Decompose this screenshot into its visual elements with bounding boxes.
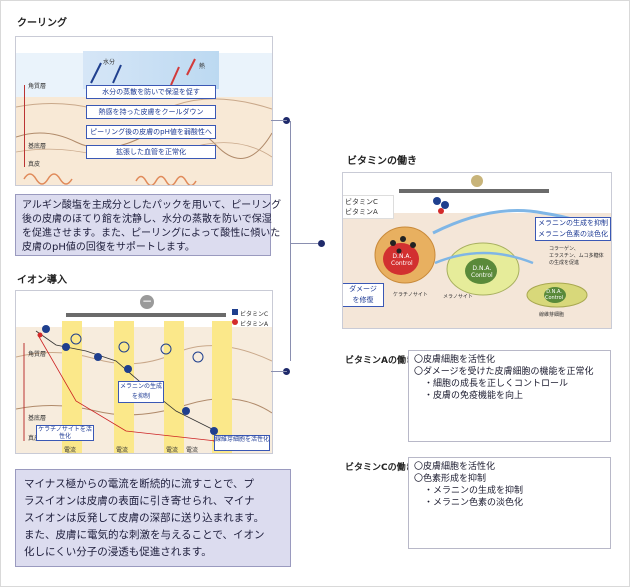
- ion-title: イオン導入: [17, 275, 67, 286]
- electrode-bar: [66, 313, 226, 317]
- ion-panel: − ビタミンC ビタミンA 角質層 基底層 真皮 メラニンの生成を抑制 ケラチノ…: [15, 290, 273, 454]
- ion-label-fibroblast: 線維芽細胞を活性化: [214, 435, 270, 451]
- layer-dermis: 真皮: [28, 161, 41, 168]
- vitamin-label-damage: ダメージ を修復: [343, 283, 384, 307]
- ion-layer-basal: 基底層: [28, 415, 47, 422]
- ion-layer-stratum-corneum: 角質層: [28, 351, 47, 358]
- vitamin-label-melanocyte: メラノサイト: [443, 294, 473, 300]
- cooling-panel: 水分 熱 角質層 基底層 真皮 水分の蒸散を防いで保湿を促す 熱感を持った皮膚を…: [15, 36, 273, 186]
- cooling-benefit-4: 拡張した血管を正常化: [86, 145, 216, 159]
- vitamin-electrode-icon: [471, 175, 483, 187]
- current-column-4: [212, 321, 232, 453]
- vitamin-c-title: ビタミンCの働き: [345, 463, 415, 473]
- current-label-4: 電流: [186, 447, 199, 454]
- vitamin-electrode-bar: [399, 189, 549, 193]
- vitamin-legend-a: ビタミンA: [345, 208, 378, 216]
- current-label-1: 電流: [64, 447, 77, 454]
- current-column-3: [164, 321, 184, 453]
- vitamin-legend: [343, 195, 394, 219]
- current-column-1: [62, 321, 82, 453]
- cooling-title: クーリング: [17, 18, 67, 29]
- ion-legend-vitamin-a: ビタミンA: [240, 321, 269, 328]
- vitamin-a-marker-icon: [232, 319, 238, 325]
- vitamin-label-fibroblast: 線維芽細胞: [539, 312, 565, 318]
- cooling-benefit-1: 水分の蒸散を防いで保湿を促す: [86, 85, 216, 99]
- cooling-benefit-2: 熱感を持った皮膚をクールダウン: [86, 105, 216, 119]
- vitamin-c-marker-icon: [232, 309, 238, 315]
- vitamin-label-keratinocyte: ケラチノサイト: [393, 292, 428, 298]
- cooling-arrow-panel: 水分 熱: [83, 51, 219, 89]
- vitamin-label-collagen: コラーゲン、 エラスチン、ムコ多糖体 の生成を促進: [549, 246, 604, 266]
- ion-label-melanin: メラニンの生成を抑制: [118, 381, 164, 403]
- heat-label: 熱: [199, 63, 206, 70]
- ion-description: マイナス極からの電流を断続的に流すことで、プ ラスイオンは皮膚の表面に引き寄せら…: [15, 469, 291, 567]
- vitamin-label-melanin: メラニンの生成を抑制 メラニン色素の淡色化: [535, 217, 611, 241]
- vitamin-panel: ビタミンC ビタミンA D.N.A. Control D.N.A. Contro…: [342, 172, 612, 329]
- vitamin-a-title: ビタミンAの働き: [345, 356, 415, 366]
- vitamin-legend-c: ビタミンC: [345, 198, 378, 206]
- ion-layer-dermis: 真皮: [28, 435, 41, 442]
- dna-control-label-1: D.N.A. Control: [391, 253, 413, 267]
- ion-label-keratinocyte: ケラチノサイトを活性化: [36, 425, 94, 441]
- dna-control-label-3: D.N.A. Control: [545, 289, 564, 301]
- cooling-benefit-3: ピーリング後の皮膚のpH値を弱酸性へ: [86, 125, 216, 139]
- current-label-2: 電流: [116, 447, 129, 454]
- current-label-3: 電流: [166, 447, 179, 454]
- vitamin-connector-dot: [318, 240, 325, 247]
- layer-stratum-corneum: 角質層: [28, 83, 47, 90]
- vitamin-a-box: 〇皮膚細胞を活性化 〇ダメージを受けた皮膚細胞の機能を正常化 ・細胞の成長を正し…: [408, 350, 611, 442]
- layer-basal: 基底層: [28, 143, 47, 150]
- vitamin-c-box: 〇皮膚細胞を活性化 〇色素形成を抑制 ・メラニンの生成を抑制 ・メラニン色素の淡…: [408, 457, 611, 549]
- dna-control-label-2: D.N.A. Control: [471, 265, 493, 279]
- vitamin-title: ビタミンの働き: [347, 156, 417, 167]
- ion-legend-vitamin-c: ビタミンC: [240, 311, 269, 318]
- layer-axis: [24, 85, 25, 167]
- water-label: 水分: [103, 59, 116, 66]
- cooling-description: アルギン酸塩を主成分としたパックを用いて、ピーリング 後の皮膚のほてり館を沈静し…: [15, 194, 281, 256]
- vitamin-cell-diagram: [374, 197, 604, 308]
- negative-electrode-icon: −: [140, 294, 154, 309]
